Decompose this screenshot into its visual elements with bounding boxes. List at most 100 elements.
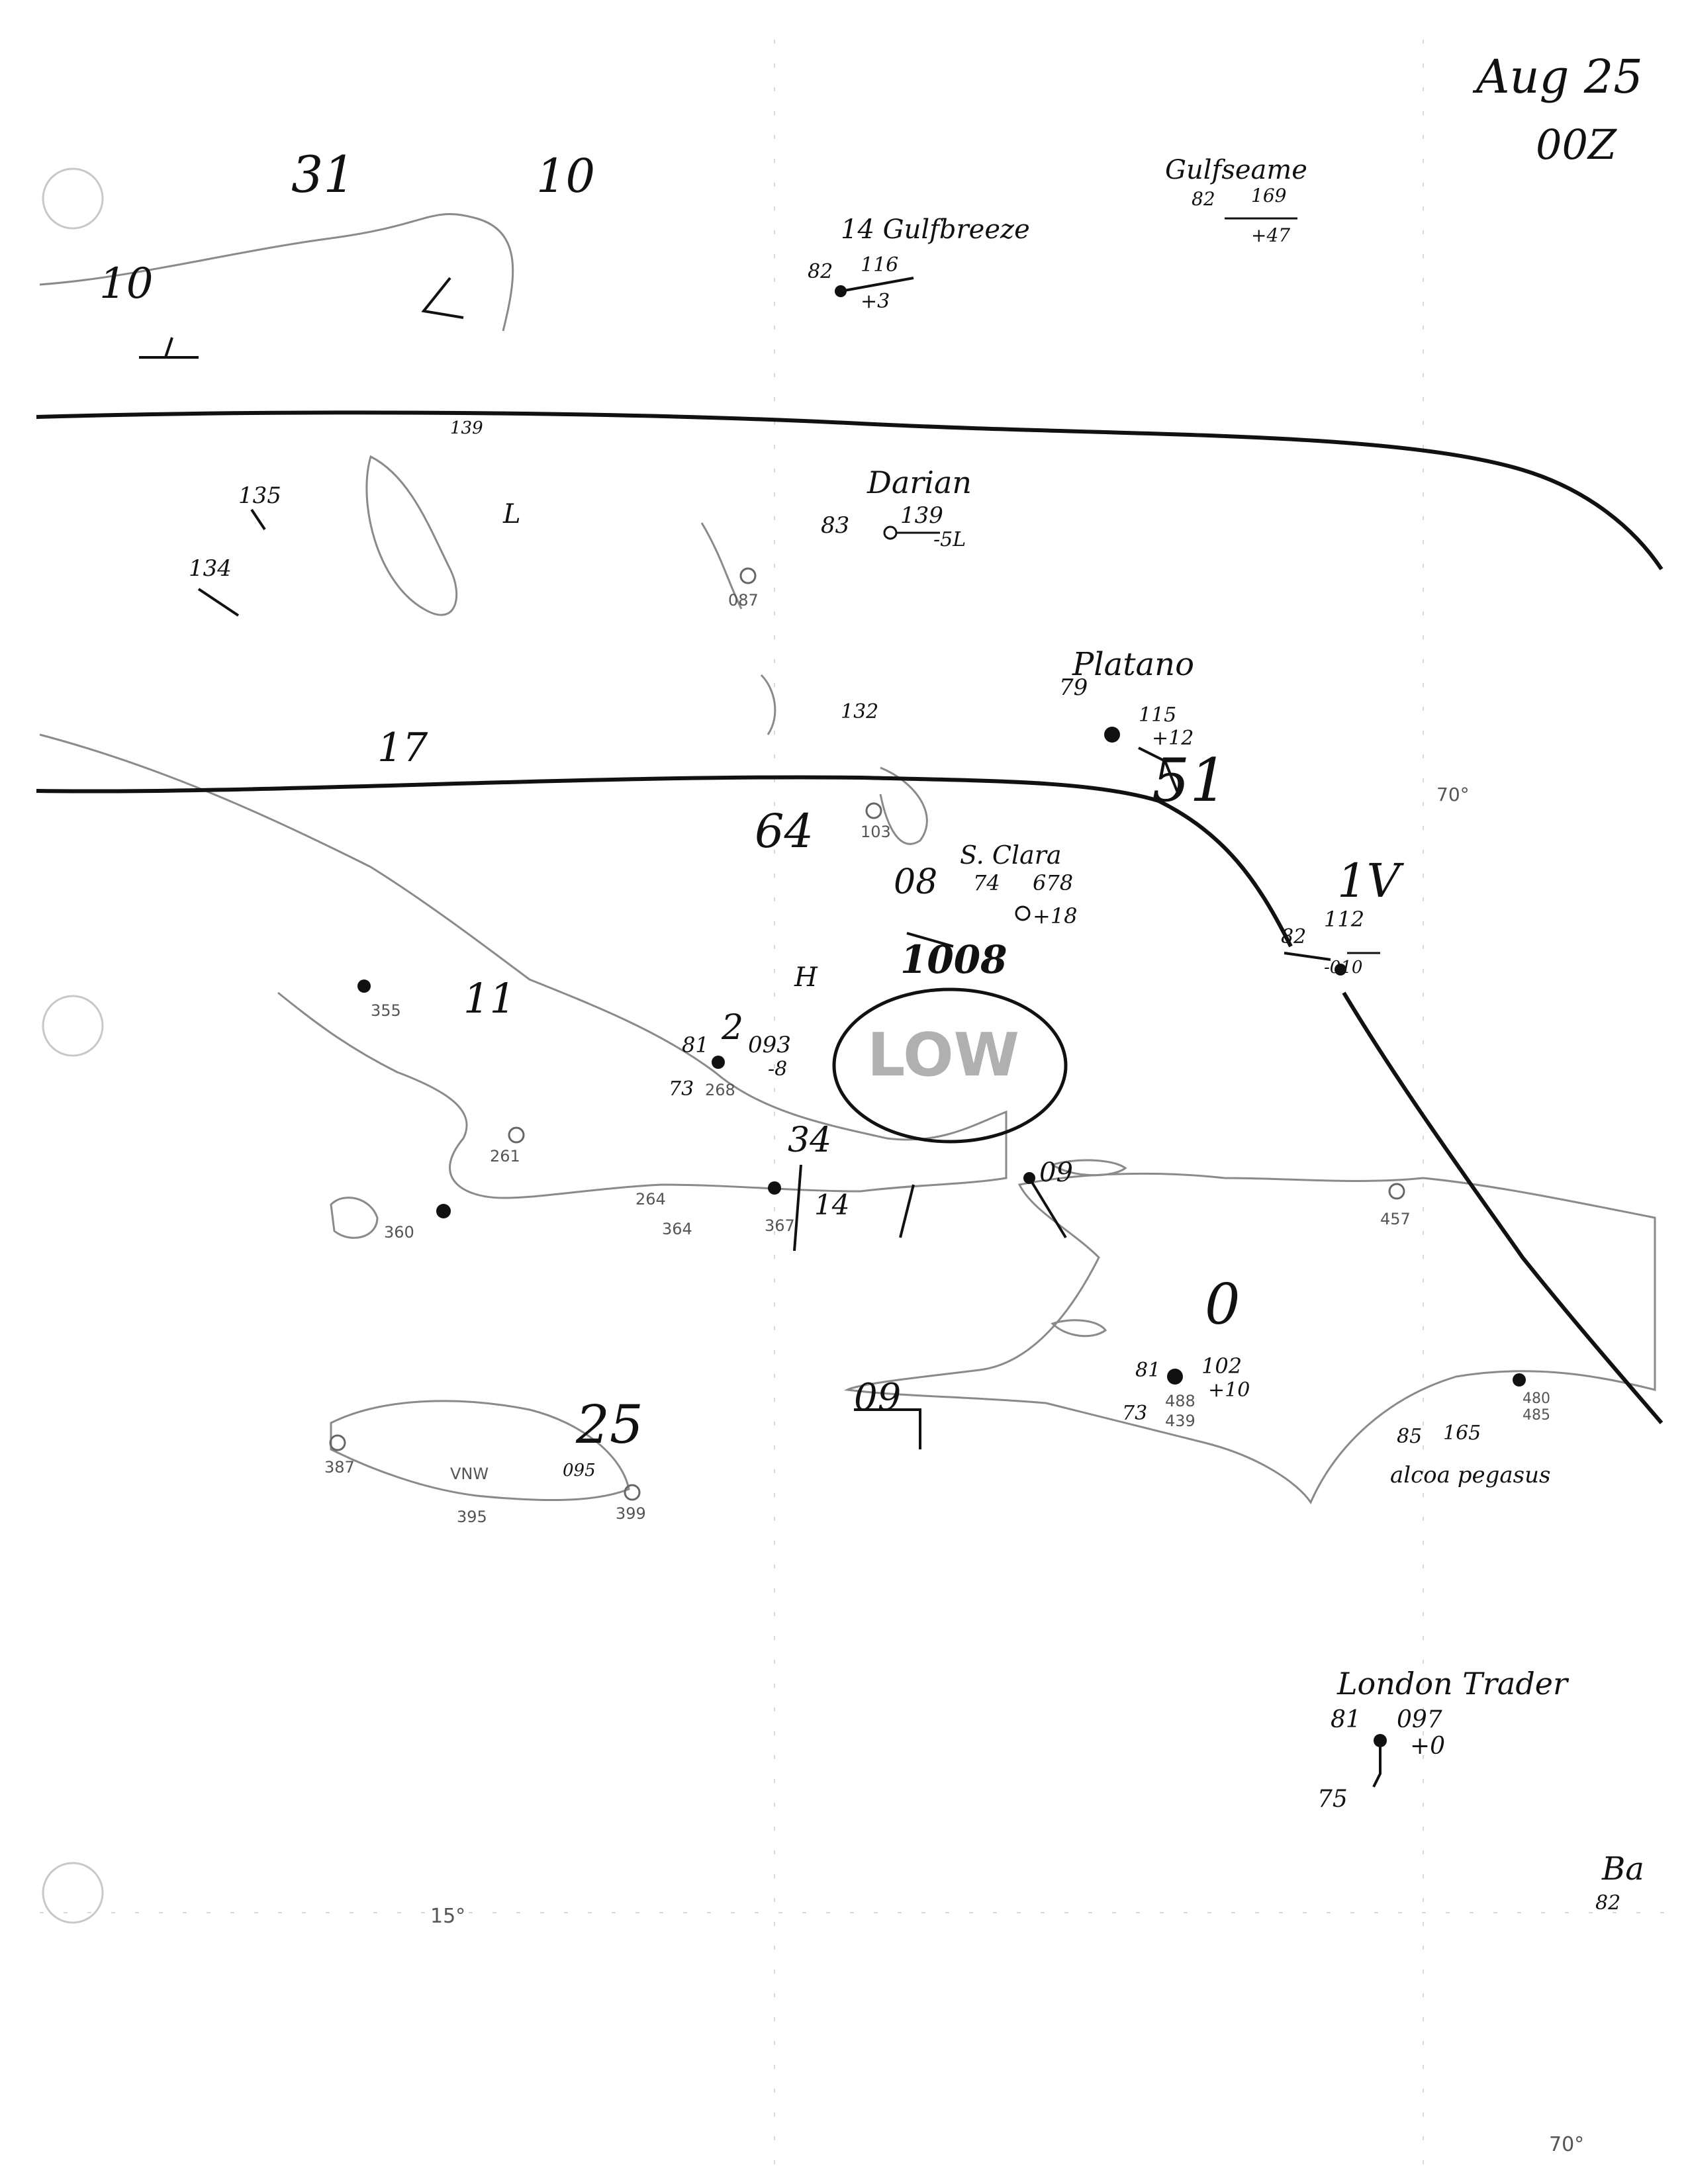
ship-report-s-clara: S. Clara 74 678 +18 xyxy=(960,841,1078,929)
ship-report-bottom-right: Ba 82 xyxy=(1595,1850,1644,1915)
svg-text:81: 81 xyxy=(682,1032,709,1058)
svg-text:0: 0 xyxy=(1205,1272,1240,1337)
frontal-lines xyxy=(36,410,1664,1424)
svg-text:268: 268 xyxy=(705,1081,735,1099)
svg-text:75: 75 xyxy=(1317,1786,1348,1813)
svg-text:Darian: Darian xyxy=(867,465,972,500)
svg-text:087: 087 xyxy=(728,591,759,610)
svg-text:10: 10 xyxy=(536,149,595,203)
svg-text:132: 132 xyxy=(841,700,878,723)
svg-text:08: 08 xyxy=(894,862,937,902)
low-center-stamp: LOW xyxy=(867,1021,1019,1090)
cuba-station-codes: 355 360 364 367 261 264 xyxy=(357,979,795,1242)
svg-text:367: 367 xyxy=(765,1216,795,1235)
svg-text:81: 81 xyxy=(1331,1706,1361,1733)
svg-text:83: 83 xyxy=(821,512,849,539)
ship-report-platano: Platano 79 115 +12 xyxy=(1059,646,1194,750)
svg-text:+47: +47 xyxy=(1251,224,1290,246)
longitude-label-top: 70° xyxy=(1436,784,1470,805)
svg-text:25: 25 xyxy=(575,1394,643,1455)
svg-text:Ba: Ba xyxy=(1601,1850,1644,1888)
svg-text:480: 480 xyxy=(1523,1390,1550,1407)
svg-text:102: 102 xyxy=(1201,1353,1242,1379)
wind-barbs xyxy=(139,277,1331,1449)
low-marker: L xyxy=(502,499,521,529)
svg-text:11: 11 xyxy=(463,974,516,1023)
svg-text:387: 387 xyxy=(324,1458,355,1477)
svg-text:Gulfseame: Gulfseame xyxy=(1165,155,1307,185)
svg-text:82: 82 xyxy=(1192,188,1215,210)
latitude-label-left: 15° xyxy=(430,1905,465,1928)
svg-text:355: 355 xyxy=(371,1001,401,1020)
svg-text:+12: +12 xyxy=(1152,727,1194,750)
svg-text:+18: +18 xyxy=(1033,903,1078,929)
svg-text:82: 82 xyxy=(808,260,833,283)
map-date: Aug 25 xyxy=(1472,50,1643,104)
svg-text:73: 73 xyxy=(669,1077,694,1101)
svg-text:364: 364 xyxy=(662,1220,692,1238)
svg-text:74: 74 xyxy=(973,870,1000,895)
svg-text:264: 264 xyxy=(635,1190,666,1208)
isobar-values: 31 10 10 17 11 2 25 0 1V 51 08 09 34 14 … xyxy=(99,145,1405,1455)
svg-text:64: 64 xyxy=(755,804,814,858)
svg-text:17: 17 xyxy=(377,725,428,771)
svg-text:14 Gulfbreeze: 14 Gulfbreeze xyxy=(841,214,1030,245)
northern-front xyxy=(36,410,1664,570)
svg-text:103: 103 xyxy=(861,823,891,841)
binder-hole-middle xyxy=(42,995,104,1057)
svg-text:115: 115 xyxy=(1139,704,1176,727)
svg-text:135: 135 xyxy=(238,482,281,509)
ship-report-gulfbreeze: 14 Gulfbreeze 82 116 +3 xyxy=(808,214,1030,313)
svg-text:112: 112 xyxy=(1324,907,1364,932)
svg-text:678: 678 xyxy=(1033,870,1073,895)
svg-text:31: 31 xyxy=(291,145,355,204)
southern-front xyxy=(36,775,1293,948)
station-n-haiti: 09 xyxy=(1023,1158,1073,1239)
bahamas-station-codes: 087 103 132 135 134 139 xyxy=(189,418,891,841)
svg-text:-5L: -5L xyxy=(933,528,966,551)
svg-text:S. Clara: S. Clara xyxy=(960,841,1062,870)
ship-report-gulfseame: Gulfseame 82 169 +47 xyxy=(1165,155,1307,246)
station-haiti: 102 +10 81 73 488 439 xyxy=(1122,1353,1250,1430)
svg-text:81: 81 xyxy=(1135,1359,1160,1382)
svg-text:VNW: VNW xyxy=(450,1465,489,1483)
svg-text:alcoa pegasus: alcoa pegasus xyxy=(1390,1462,1550,1488)
svg-text:09: 09 xyxy=(1039,1158,1073,1188)
map-time: 00Z xyxy=(1536,120,1617,169)
svg-text:134: 134 xyxy=(189,555,232,582)
station-s-bahamas: 112 82 -010 xyxy=(1281,907,1380,978)
svg-text:097: 097 xyxy=(1397,1706,1442,1733)
lat-lon-grid xyxy=(40,40,1668,2171)
svg-text:360: 360 xyxy=(384,1223,414,1242)
high-marker: H xyxy=(794,962,818,993)
station-east-dr: 457 xyxy=(1380,1183,1411,1228)
east-trough-line xyxy=(1342,991,1664,1424)
svg-text:-8: -8 xyxy=(768,1058,787,1081)
station-jamaica: 387 VNW 395 399 095 xyxy=(324,1434,646,1526)
svg-text:095: 095 xyxy=(563,1461,596,1480)
ship-report-darian: Darian 83 139 -5L xyxy=(821,465,972,551)
svg-text:85: 85 xyxy=(1397,1425,1422,1448)
svg-text:093: 093 xyxy=(748,1032,791,1058)
svg-text:+3: +3 xyxy=(861,290,890,313)
svg-text:399: 399 xyxy=(616,1504,646,1523)
svg-text:+10: +10 xyxy=(1208,1379,1250,1402)
svg-text:165: 165 xyxy=(1443,1422,1481,1445)
svg-text:488: 488 xyxy=(1165,1392,1196,1410)
svg-text:2: 2 xyxy=(721,1008,743,1048)
binder-hole-top xyxy=(42,167,104,230)
svg-text:139: 139 xyxy=(450,418,483,438)
low-pressure-isobar xyxy=(832,987,1068,1144)
svg-text:51: 51 xyxy=(1152,746,1228,815)
coastlines xyxy=(39,212,1656,1505)
ship-report-london-trader: London Trader 81 097 +0 75 xyxy=(1317,1666,1570,1813)
binder-hole-bottom xyxy=(42,1862,104,1924)
svg-text:485: 485 xyxy=(1523,1407,1550,1424)
svg-text:1V: 1V xyxy=(1337,854,1405,908)
svg-text:439: 439 xyxy=(1165,1412,1196,1430)
svg-text:139: 139 xyxy=(900,502,943,529)
svg-text:457: 457 xyxy=(1380,1210,1411,1228)
svg-text:34: 34 xyxy=(788,1120,831,1160)
svg-text:169: 169 xyxy=(1251,185,1286,206)
